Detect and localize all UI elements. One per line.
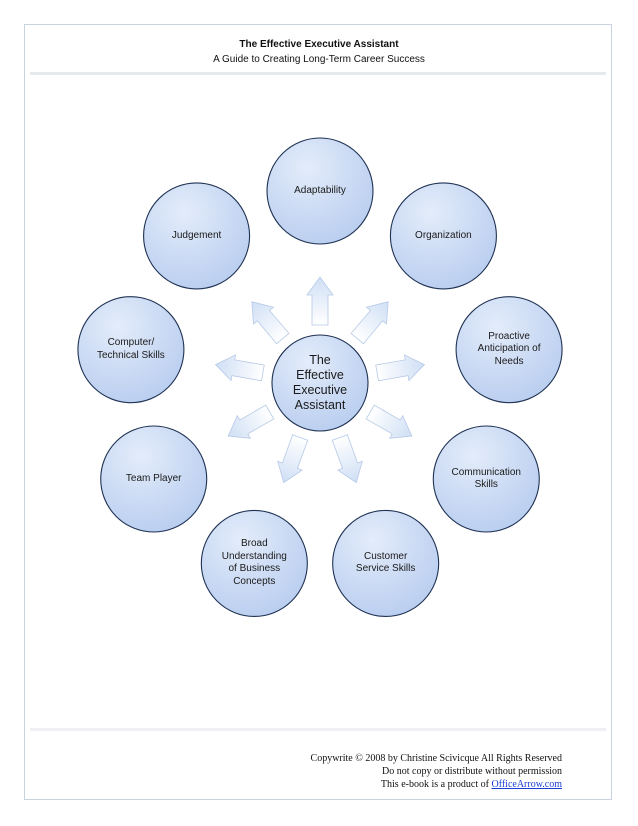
arrow-to-organization	[350, 301, 389, 345]
arrows-layer	[214, 276, 426, 484]
permission-line: Do not copy or distribute without permis…	[382, 766, 562, 777]
officearrow-link[interactable]: OfficeArrow.com	[491, 779, 562, 790]
arrow-to-communication	[365, 404, 413, 439]
center-node-circle	[271, 334, 369, 432]
arrow-to-proactive	[375, 354, 426, 382]
product-line: This e-book is a product of OfficeArrow.…	[311, 778, 562, 791]
page-frame	[24, 24, 612, 800]
node-proactive-circle	[455, 296, 563, 404]
node-judgement-circle	[143, 182, 251, 290]
node-organization-circle	[389, 182, 497, 290]
nodes-layer	[77, 137, 563, 617]
copyright-line: Copywrite © 2008 by Christine Scivicque …	[310, 753, 562, 764]
arrow-to-business-concepts	[277, 434, 309, 484]
arrow-to-adaptability	[306, 276, 334, 326]
arrow-to-judgement	[251, 301, 290, 345]
arrow-to-team-player	[227, 404, 275, 439]
document-subtitle: A Guide to Creating Long-Term Career Suc…	[213, 54, 425, 65]
copyright-footer: Copywrite © 2008 by Christine Scivicque …	[311, 752, 562, 791]
arrow-to-computer	[214, 354, 265, 382]
document-title: The Effective Executive Assistant	[239, 39, 399, 50]
header-divider	[30, 72, 606, 75]
node-communication-circle	[432, 425, 540, 533]
node-customer-service-circle	[332, 509, 440, 617]
node-business-concepts-circle	[200, 509, 308, 617]
node-adaptability-circle	[266, 137, 374, 245]
arrow-to-customer-service	[331, 434, 363, 484]
node-team-player-circle	[100, 425, 208, 533]
node-computer-circle	[77, 296, 185, 404]
footer-divider	[30, 728, 606, 731]
product-line-prefix: This e-book is a product of	[380, 779, 492, 790]
